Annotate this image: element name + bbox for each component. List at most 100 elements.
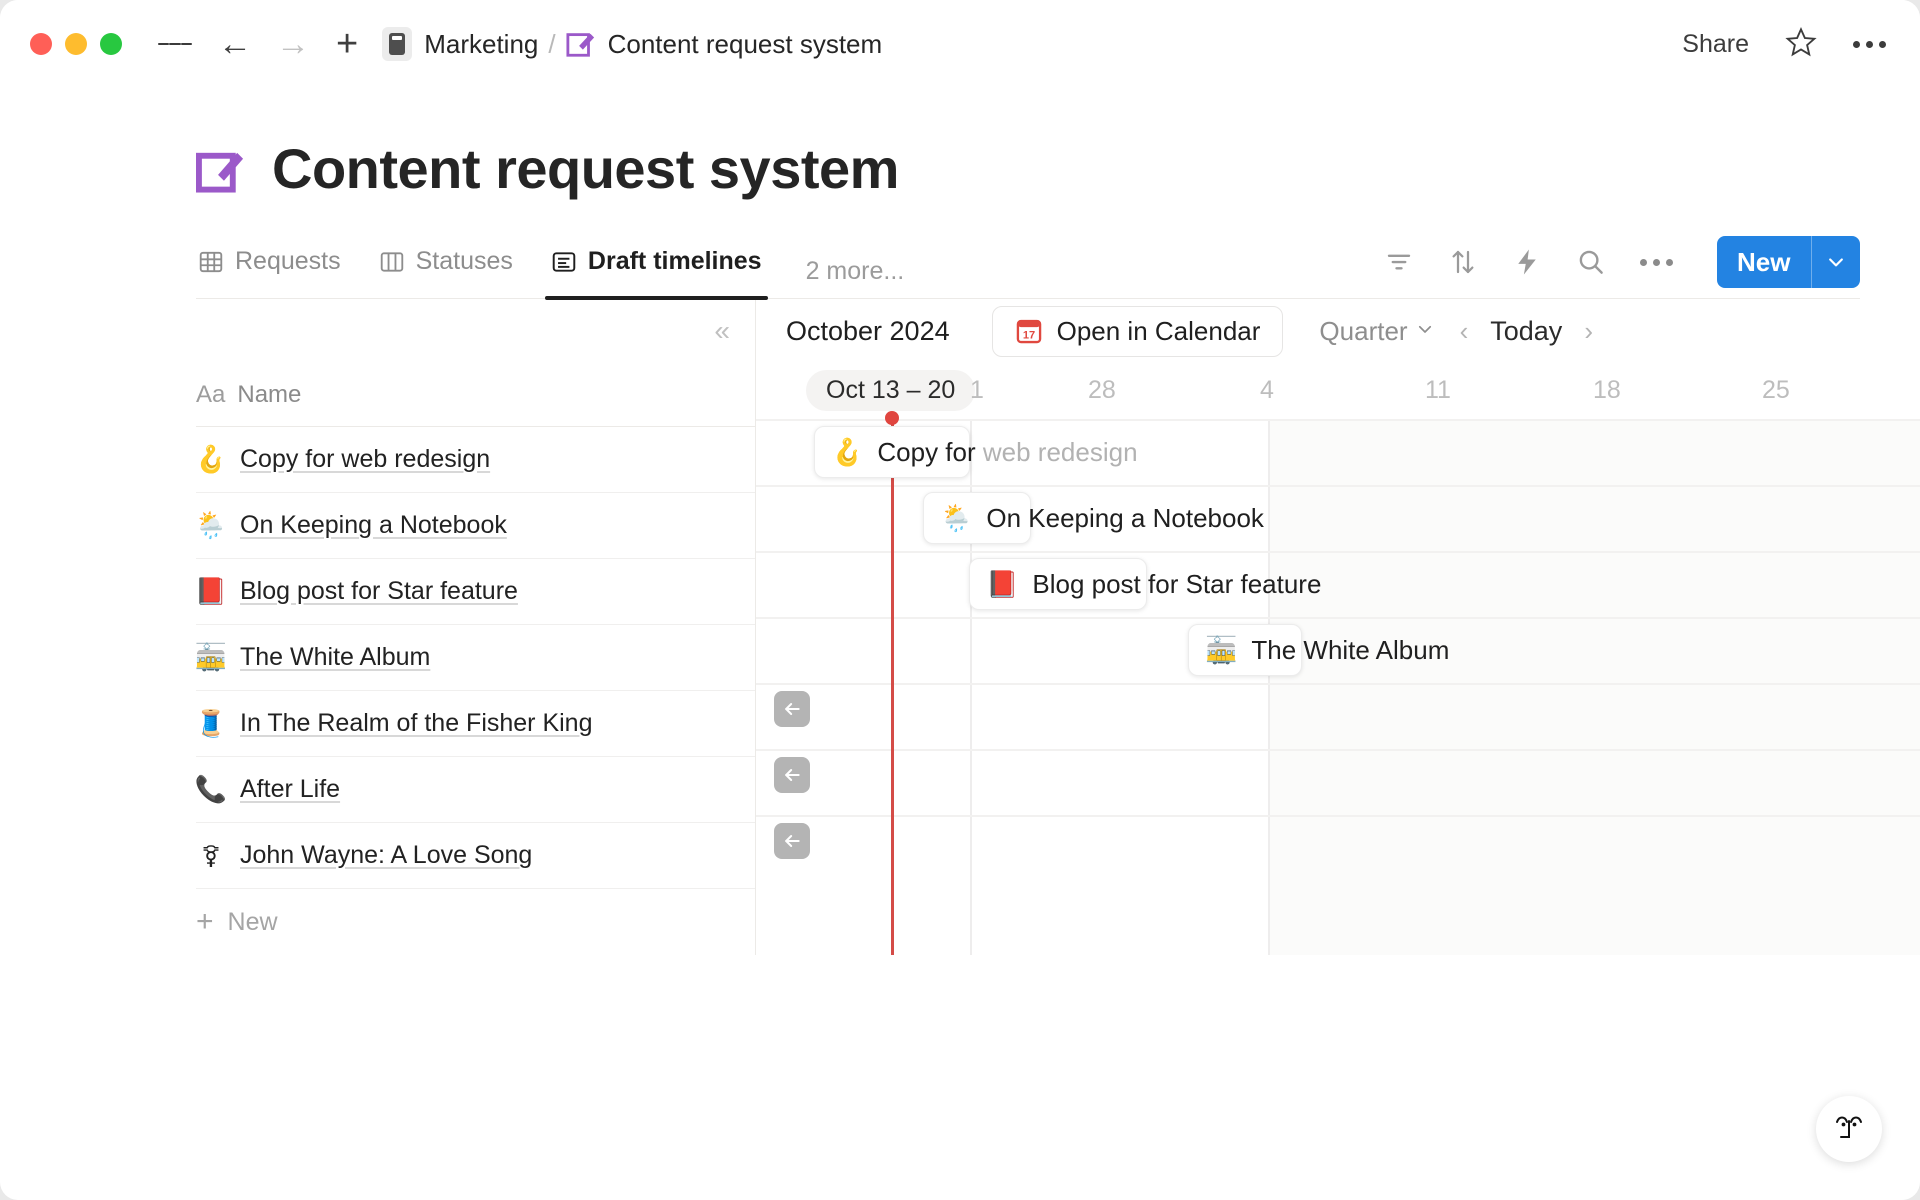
row-name[interactable]: John Wayne: A Love Song <box>240 841 533 869</box>
timeline-bar[interactable]: 📕 Blog post for Star feature <box>969 558 1321 610</box>
table-icon <box>198 249 224 275</box>
timeline-bar-label: On Keeping a Notebook <box>986 502 1264 533</box>
prev-period-button[interactable]: ‹ <box>1459 315 1469 346</box>
breadcrumb-workspace[interactable]: Marketing <box>424 28 539 59</box>
grid-hline <box>756 419 1920 421</box>
timeline-header: October 2024 17 Open in Calendar Qu <box>756 299 1920 363</box>
row-name[interactable]: After Life <box>240 775 341 803</box>
ruler-tick: 18 <box>1593 376 1621 404</box>
hamburger-icon[interactable] <box>158 27 192 61</box>
row-name[interactable]: On Keeping a Notebook <box>240 511 507 539</box>
open-in-calendar-button[interactable]: 17 Open in Calendar <box>991 305 1284 357</box>
window-titlebar: ← → + Marketing / Content request system… <box>0 0 1920 88</box>
table-row[interactable]: 🌦️ On Keeping a Notebook <box>194 493 755 559</box>
back-arrow-icon[interactable]: ← <box>218 25 252 63</box>
tab-draft-timelines[interactable]: Draft timelines <box>544 237 768 300</box>
timeline-bar[interactable]: 🪝 Copy for web redesign <box>814 426 1138 478</box>
help-button[interactable] <box>1816 1096 1882 1162</box>
timeline-bar[interactable]: 🚋 The White Album <box>1188 624 1449 676</box>
plus-icon: + <box>196 905 214 938</box>
dark-face-icon: 🜑 <box>202 843 220 873</box>
more-options-icon[interactable] <box>1853 40 1886 48</box>
table-row[interactable]: 🚋 The White Album <box>194 625 755 691</box>
tab-requests-label: Requests <box>235 247 341 275</box>
timeline-icon <box>551 249 577 275</box>
row-name[interactable]: Copy for web redesign <box>240 445 491 473</box>
grid-hline <box>756 617 1920 619</box>
share-button[interactable]: Share <box>1682 29 1749 58</box>
name-column-header[interactable]: Aa Name <box>196 363 755 427</box>
panel-header: « <box>196 299 755 363</box>
memo-icon <box>566 29 596 59</box>
workspace-icon[interactable] <box>382 27 413 61</box>
tabs-more-button[interactable]: 2 more... <box>805 257 905 285</box>
automation-icon[interactable] <box>1512 247 1542 277</box>
ruler-tick: 4 <box>1260 376 1274 404</box>
table-row[interactable]: 🪝 Copy for web redesign <box>194 427 755 493</box>
thread-icon: 🧵 <box>194 708 228 738</box>
closed-book-icon: 📕 <box>194 576 228 606</box>
timeline-bar[interactable]: 🌦️ On Keeping a Notebook <box>923 492 1264 544</box>
notion-face-icon <box>1829 1107 1869 1152</box>
ruler-tick: 28 <box>1088 376 1116 404</box>
minimize-window-button[interactable] <box>65 33 87 55</box>
bar-overflow-text: web redesign <box>982 436 1138 467</box>
sun-behind-rain-cloud-icon: 🌦️ <box>940 502 973 533</box>
row-name[interactable]: Blog post for Star feature <box>240 577 518 605</box>
current-range-pill: Oct 13 – 20 <box>806 370 976 411</box>
close-window-button[interactable] <box>30 33 52 55</box>
search-icon[interactable] <box>1576 247 1606 277</box>
tab-requests[interactable]: Requests <box>196 237 343 298</box>
table-row[interactable]: 📕 Blog post for Star feature <box>194 559 755 625</box>
tram-car-icon: 🚋 <box>1205 634 1238 665</box>
open-in-calendar-label: Open in Calendar <box>1056 315 1261 346</box>
today-marker-dot <box>885 411 899 425</box>
telephone-receiver-icon: 📞 <box>194 774 228 804</box>
tab-statuses-label: Statuses <box>415 247 513 275</box>
jump-to-item-button[interactable] <box>774 757 810 793</box>
timeline-nav: ‹ Today › <box>1460 316 1593 347</box>
today-button[interactable]: Today <box>1490 315 1563 346</box>
star-icon[interactable] <box>1785 26 1817 63</box>
table-row[interactable]: 🜑 John Wayne: A Love Song <box>196 823 755 889</box>
jump-to-item-button[interactable] <box>774 691 810 727</box>
breadcrumb-page[interactable]: Content request system <box>607 28 883 59</box>
row-name[interactable]: In The Realm of the Fisher King <box>240 709 593 737</box>
row-name[interactable]: The White Album <box>240 643 431 671</box>
zoom-window-button[interactable] <box>100 33 122 55</box>
table-row[interactable]: 📞 After Life <box>194 757 755 823</box>
new-button-divider <box>1810 236 1812 288</box>
bar-visible-text: Copy for <box>877 436 976 467</box>
breadcrumb-separator: / <box>548 28 556 59</box>
tab-draft-timelines-label: Draft timelines <box>587 247 762 275</box>
calendar-17-icon: 17 <box>1015 317 1043 345</box>
next-period-button[interactable]: › <box>1584 315 1593 346</box>
grid-vline <box>1268 419 1270 955</box>
timeline-bar-label: Copy for web redesign <box>877 437 1137 468</box>
svg-text:17: 17 <box>1022 330 1034 342</box>
filter-icon[interactable] <box>1384 247 1414 277</box>
collapse-left-icon[interactable]: « <box>714 315 729 346</box>
timeline-bar-label: The White Album <box>1251 634 1450 665</box>
tram-car-icon: 🚋 <box>194 642 228 672</box>
table-row[interactable]: 🧵 In The Realm of the Fisher King <box>194 691 755 757</box>
timeline-grid: 🪝 Copy for web redesign 🌦️ On Keeping a … <box>756 411 1920 955</box>
new-button[interactable]: New <box>1717 236 1860 288</box>
jump-to-item-button[interactable] <box>774 823 810 859</box>
view-more-icon[interactable] <box>1640 258 1674 266</box>
timeline-canvas[interactable]: October 2024 17 Open in Calendar Qu <box>756 299 1920 955</box>
page-title[interactable]: Content request system <box>272 137 899 200</box>
sort-icon[interactable] <box>1448 247 1478 277</box>
add-new-row-label: New <box>227 907 278 936</box>
plus-icon[interactable]: + <box>336 22 359 65</box>
page-memo-icon[interactable] <box>196 144 246 194</box>
timeline-zoom-select[interactable]: Quarter <box>1319 316 1433 347</box>
sun-behind-rain-cloud-icon: 🌦️ <box>194 510 228 540</box>
hook-icon: 🪝 <box>194 444 228 474</box>
tab-statuses[interactable]: Statuses <box>377 237 515 298</box>
forward-arrow-icon[interactable]: → <box>276 25 310 63</box>
grid-hline <box>756 485 1920 487</box>
add-new-row-button[interactable]: + New <box>196 889 755 955</box>
chevron-down-icon[interactable] <box>1812 236 1860 288</box>
